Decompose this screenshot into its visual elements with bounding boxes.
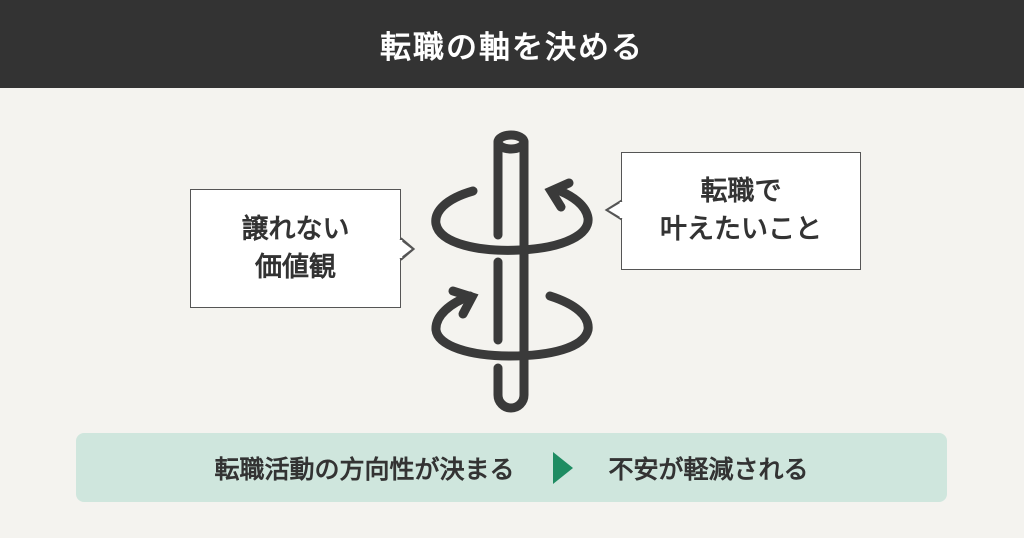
speech-bubble-goals: 転職で 叶えたいこと — [621, 152, 861, 270]
bubble-line: 譲れない — [241, 213, 350, 245]
arrow-right-icon — [552, 451, 573, 484]
speech-bubble-values: 譲れない 価値観 — [190, 189, 401, 308]
bubble-line: 叶えたいこと — [660, 214, 822, 245]
result-banner: 転職活動の方向性が決まる 不安が軽減される — [76, 433, 947, 502]
bubble-line: 転職で — [700, 176, 782, 207]
header-bar: 転職の軸を決める — [0, 0, 1024, 88]
page-title: 転職の軸を決める — [380, 29, 644, 66]
bubble-line: 価値観 — [255, 251, 336, 283]
result-from: 転職活動の方向性が決まる — [214, 454, 515, 484]
result-to: 不安が軽減される — [608, 454, 809, 484]
